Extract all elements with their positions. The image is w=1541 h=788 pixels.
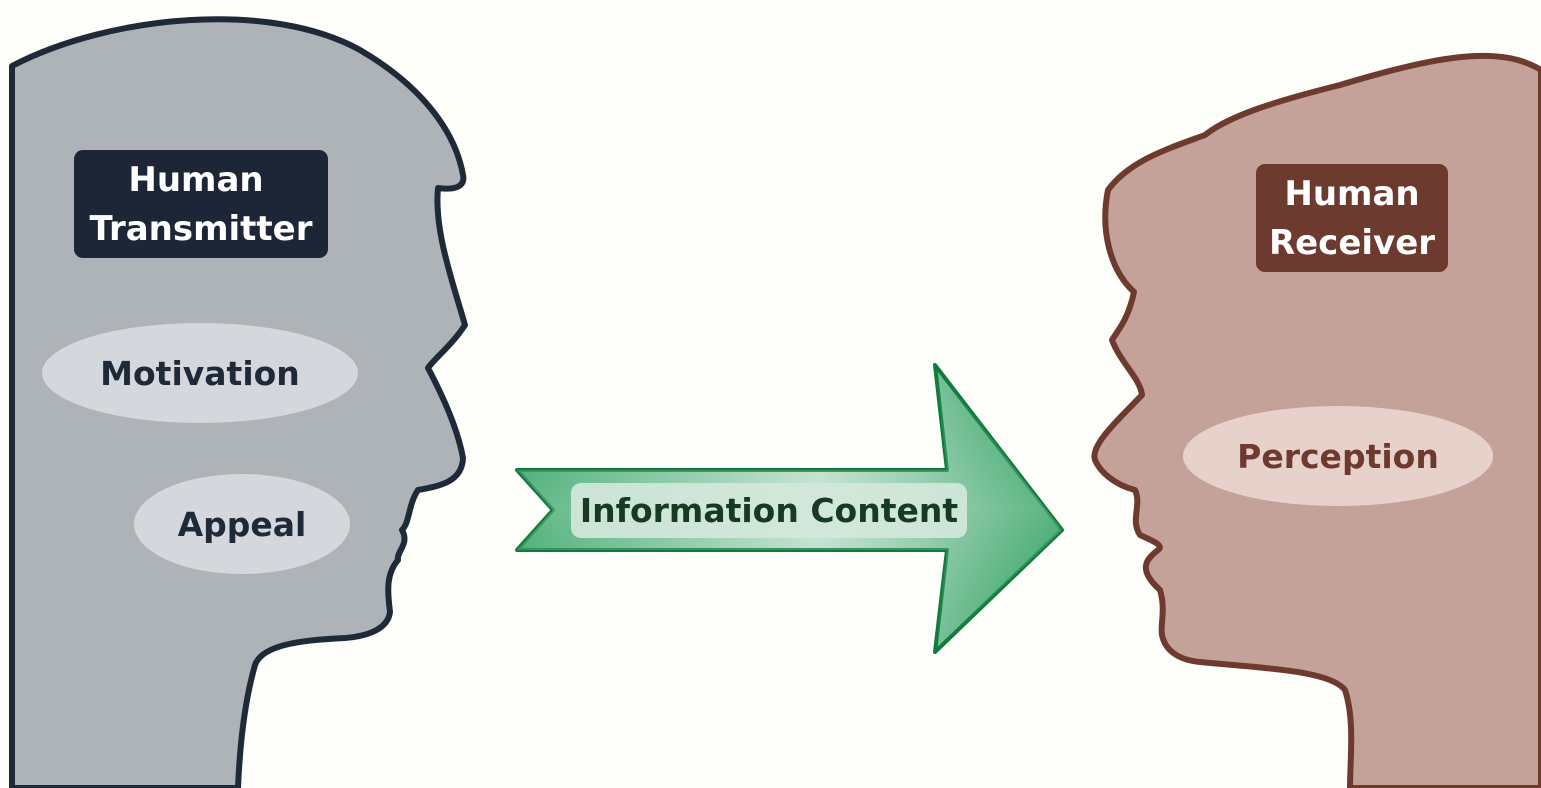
transmitter-title-line2: Transmitter xyxy=(89,209,312,249)
transmitter-title-line1: Human xyxy=(128,160,263,200)
transmitter-group: Human Transmitter Motivation Appeal xyxy=(9,16,468,788)
transmitter-title-box xyxy=(74,150,328,258)
information-arrow-group: Information Content xyxy=(515,363,1064,654)
appeal-oval xyxy=(134,474,350,574)
motivation-label: Motivation xyxy=(100,354,300,393)
receiver-group: Human Receiver Perception xyxy=(1091,52,1541,788)
receiver-title-line2: Receiver xyxy=(1269,223,1435,263)
receiver-title-box xyxy=(1256,164,1448,272)
appeal-label: Appeal xyxy=(178,505,307,544)
perception-label: Perception xyxy=(1237,437,1439,476)
receiver-title-line1: Human xyxy=(1284,174,1419,214)
perception-oval xyxy=(1183,406,1493,506)
motivation-oval xyxy=(42,323,358,423)
information-content-label-box xyxy=(571,483,967,538)
information-content-label: Information Content xyxy=(580,491,959,530)
